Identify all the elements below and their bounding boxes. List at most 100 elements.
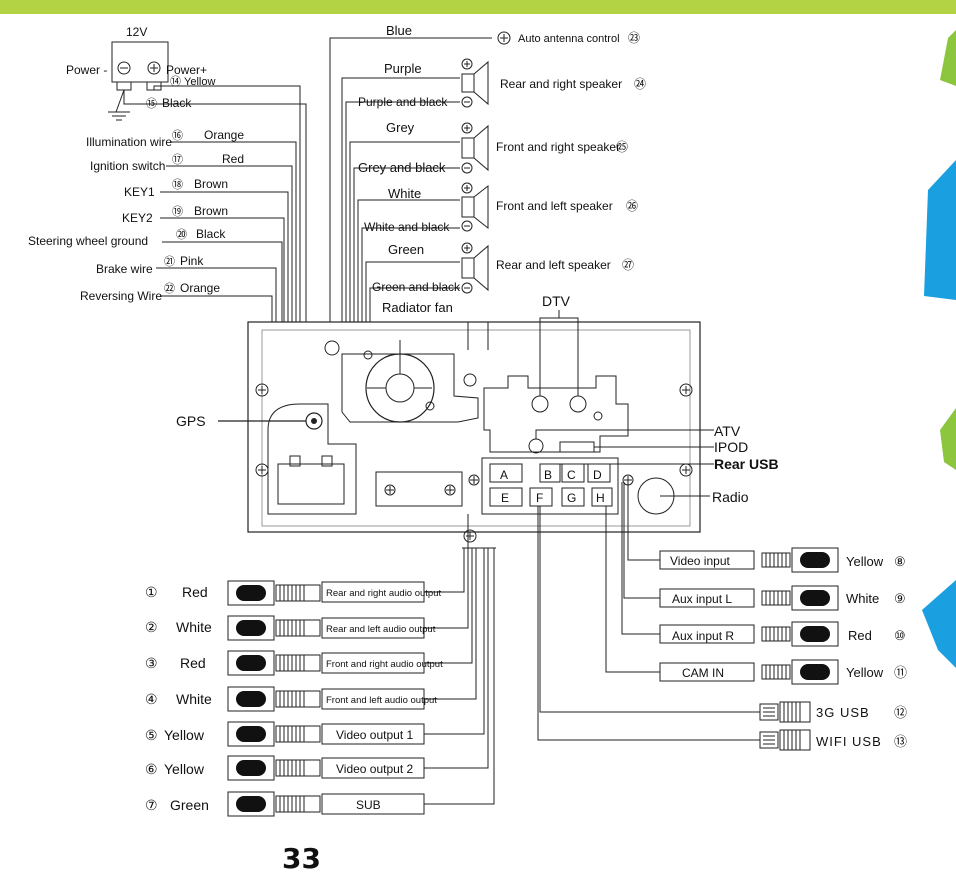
output-5-num: ⑤ bbox=[145, 727, 158, 743]
port-d bbox=[587, 463, 611, 483]
port-h bbox=[591, 487, 613, 507]
key1-color: Brown bbox=[194, 177, 228, 191]
reversing-wire-num: ㉒ bbox=[164, 282, 175, 295]
steering-wheel-ground-num: ⑳ bbox=[176, 228, 187, 241]
usb-3g-label: 3G USB bbox=[816, 705, 870, 720]
output-2-num: ② bbox=[145, 619, 158, 635]
svg-text:D: D bbox=[593, 468, 602, 482]
ipod-label: IPOD bbox=[714, 439, 748, 455]
output-2-color: White bbox=[176, 619, 212, 635]
speaker-wire-group: Blue Auto antenna control ㉓ Purple Purpl… bbox=[329, 23, 646, 322]
svg-text:B: B bbox=[544, 468, 552, 482]
input-9-num: ⑨ bbox=[894, 591, 906, 606]
brake-wire-color: Pink bbox=[180, 254, 204, 268]
rca-plug-3-icon bbox=[227, 650, 275, 676]
speaker-25-label: Front and right speaker bbox=[496, 140, 620, 154]
rca-plug-11-icon bbox=[791, 659, 839, 685]
svg-text:C: C bbox=[567, 468, 576, 482]
input-10-color: Red bbox=[848, 628, 872, 643]
speaker-26-neg-wire: White and black bbox=[364, 220, 450, 234]
output-4-label: Front and left audio output bbox=[326, 695, 437, 706]
rca-plug-4-icon bbox=[227, 686, 275, 712]
antenna-num: ㉓ bbox=[628, 31, 640, 45]
power-block: 12V Power - Power+ ⑭ Yellow ⑮ Black bbox=[66, 25, 307, 322]
speaker-25-icon bbox=[461, 137, 475, 159]
right-input-group: Video input Yellow ⑧ Aux input L White ⑨… bbox=[537, 482, 907, 751]
output-6-num: ⑥ bbox=[145, 761, 158, 777]
output-1-color: Red bbox=[182, 584, 208, 600]
top-accent-bar bbox=[0, 0, 956, 14]
wire-15-num: ⑮ bbox=[146, 97, 157, 110]
input-11-label: CAM IN bbox=[682, 666, 724, 680]
wire-15-color: Black bbox=[162, 96, 192, 110]
radio-label: Radio bbox=[712, 489, 749, 505]
output-4-num: ④ bbox=[145, 691, 158, 707]
power-plus-label: Power+ bbox=[166, 63, 207, 77]
port-c bbox=[561, 463, 585, 483]
side-decor-3 bbox=[940, 408, 956, 470]
port-b bbox=[539, 463, 561, 483]
atv-label: ATV bbox=[714, 423, 741, 439]
ignition-switch-label: Ignition switch bbox=[90, 159, 165, 173]
power-header: 12V bbox=[126, 25, 147, 39]
speaker-24-label: Rear and right speaker bbox=[500, 77, 622, 91]
side-decor-1 bbox=[940, 30, 956, 86]
rca-plug-8-icon bbox=[791, 547, 839, 573]
output-4-color: White bbox=[176, 691, 212, 707]
reversing-wire-color: Orange bbox=[180, 281, 220, 295]
key1-label: KEY1 bbox=[124, 185, 155, 199]
brake-wire-num: ㉑ bbox=[164, 255, 175, 268]
port-e bbox=[489, 487, 523, 507]
key2-color: Brown bbox=[194, 204, 228, 218]
port-f bbox=[529, 487, 553, 507]
illumination-wire-num: ⑯ bbox=[172, 129, 183, 142]
rca-plug-1-icon bbox=[227, 580, 275, 606]
rca-plug-9-icon bbox=[791, 585, 839, 611]
ignition-switch-color: Red bbox=[222, 152, 244, 166]
key2-num: ⑲ bbox=[172, 205, 183, 218]
antenna-wire-color: Blue bbox=[386, 23, 412, 38]
speaker-27-icon bbox=[461, 257, 475, 279]
output-7-label: SUB bbox=[356, 798, 381, 812]
radiator-fan-label: Radiator fan bbox=[382, 300, 453, 315]
input-8-label: Video input bbox=[670, 554, 730, 568]
usb-3g-num: ⑫ bbox=[894, 705, 907, 720]
output-2-label: Rear and left audio output bbox=[326, 624, 436, 635]
input-11-num: ⑪ bbox=[894, 665, 907, 680]
key2-label: KEY2 bbox=[122, 211, 153, 225]
side-decor-4 bbox=[922, 580, 956, 668]
output-1-label: Rear and right audio output bbox=[326, 588, 441, 599]
rear-usb-label: Rear USB bbox=[714, 456, 779, 472]
svg-text:E: E bbox=[501, 491, 509, 505]
dtv-connector-1-icon bbox=[531, 395, 549, 413]
output-3-color: Red bbox=[180, 655, 206, 671]
speaker-27-neg-wire: Green and black bbox=[372, 280, 461, 294]
input-8-color: Yellow bbox=[846, 554, 884, 569]
usb-wifi-num: ⑬ bbox=[894, 734, 907, 749]
reversing-wire-label: Reversing Wire bbox=[80, 289, 162, 303]
page-number: 33 bbox=[282, 842, 321, 875]
dtv-label: DTV bbox=[542, 293, 571, 309]
rca-plug-10-icon bbox=[791, 621, 839, 647]
input-10-label: Aux input R bbox=[672, 629, 734, 643]
rca-plug-2-icon bbox=[227, 615, 275, 641]
input-9-color: White bbox=[846, 591, 879, 606]
illumination-wire-label: Illumination wire bbox=[86, 135, 172, 149]
output-7-num: ⑦ bbox=[145, 797, 158, 813]
rca-plug-6-icon bbox=[227, 755, 275, 781]
antenna-label: Auto antenna control bbox=[518, 33, 620, 45]
input-11-color: Yellow bbox=[846, 665, 884, 680]
usb-wifi-label: WIFI USB bbox=[816, 734, 882, 749]
usb-wifi-connector-icon bbox=[759, 731, 779, 749]
left-output-group: ① Red Rear and right audio output ② Whit… bbox=[145, 514, 496, 817]
speaker-26-num: ㉖ bbox=[626, 199, 638, 213]
dtv-connector-2-icon bbox=[569, 395, 587, 413]
speaker-27-pos-wire: Green bbox=[388, 242, 424, 257]
svg-text:H: H bbox=[596, 491, 605, 505]
output-5-label: Video output 1 bbox=[336, 728, 414, 742]
speaker-24-num: ㉔ bbox=[634, 77, 646, 91]
usb-3g-connector-icon bbox=[759, 703, 779, 721]
head-unit: Radiator fan GPS DTV ATV bbox=[176, 293, 779, 543]
port-a bbox=[489, 463, 523, 483]
